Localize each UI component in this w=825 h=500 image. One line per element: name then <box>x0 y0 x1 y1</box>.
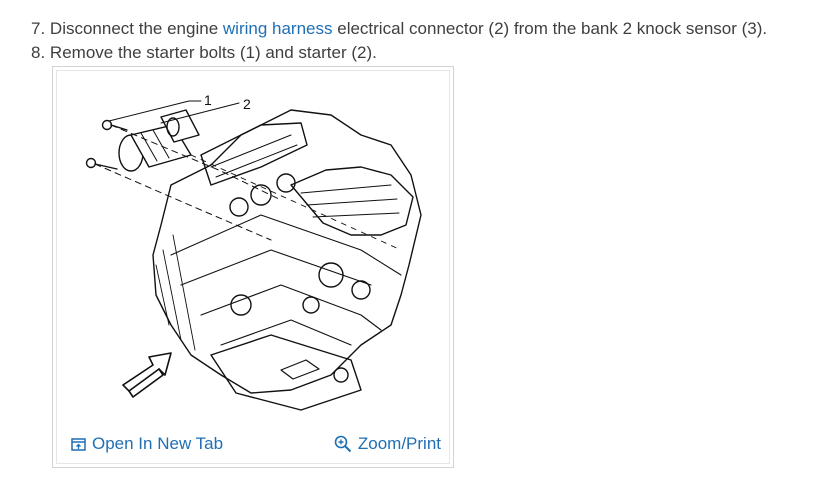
step-7: 7. Disconnect the engine wiring harness … <box>31 17 821 41</box>
zoom-print-label: Zoom/Print <box>357 434 441 453</box>
callout-1-leader <box>108 100 202 122</box>
intake-manifold <box>290 166 414 236</box>
front-direction-arrow <box>122 352 172 392</box>
callout-1-label: 1 <box>204 92 212 108</box>
step-7-text-after: electrical connector (2) from the bank 2… <box>337 19 768 38</box>
open-in-new-tab-label: Open In New Tab <box>92 434 224 453</box>
step-8-number: 8. <box>31 43 46 62</box>
step-7-text-before: Disconnect the engine <box>49 19 219 38</box>
zoom-print-button[interactable]: Zoom/Print <box>334 434 441 454</box>
callout-2-leader <box>160 102 240 124</box>
starter-removal-figure: 1 2 Open In New Tab <box>52 66 454 468</box>
starter-bolt-upper <box>101 119 128 131</box>
cylinder-head <box>200 122 308 186</box>
open-in-new-tab-button[interactable]: Open In New Tab <box>71 434 223 454</box>
engine-block-outline <box>152 109 422 394</box>
step-8: 8. Remove the starter bolts (1) and star… <box>31 41 821 65</box>
instruction-steps: 7. Disconnect the engine wiring harness … <box>31 17 821 65</box>
callout-2-label: 2 <box>243 96 251 112</box>
engine-starter-diagram: 1 2 <box>85 92 422 411</box>
step-7-number: 7. <box>31 19 46 38</box>
zoom-in-icon <box>334 435 352 453</box>
open-in-new-tab-icon <box>71 437 86 451</box>
starter-bolt-lower <box>85 157 118 170</box>
figure-actions: Open In New Tab Zoom/Print <box>57 425 449 463</box>
wiring-harness-link[interactable]: wiring harness <box>222 19 333 38</box>
starter-motor <box>118 109 200 172</box>
oil-pan <box>210 334 362 411</box>
step-8-text: Remove the starter bolts (1) and starter… <box>49 43 377 62</box>
figure-frame: 1 2 Open In New Tab <box>56 70 450 464</box>
